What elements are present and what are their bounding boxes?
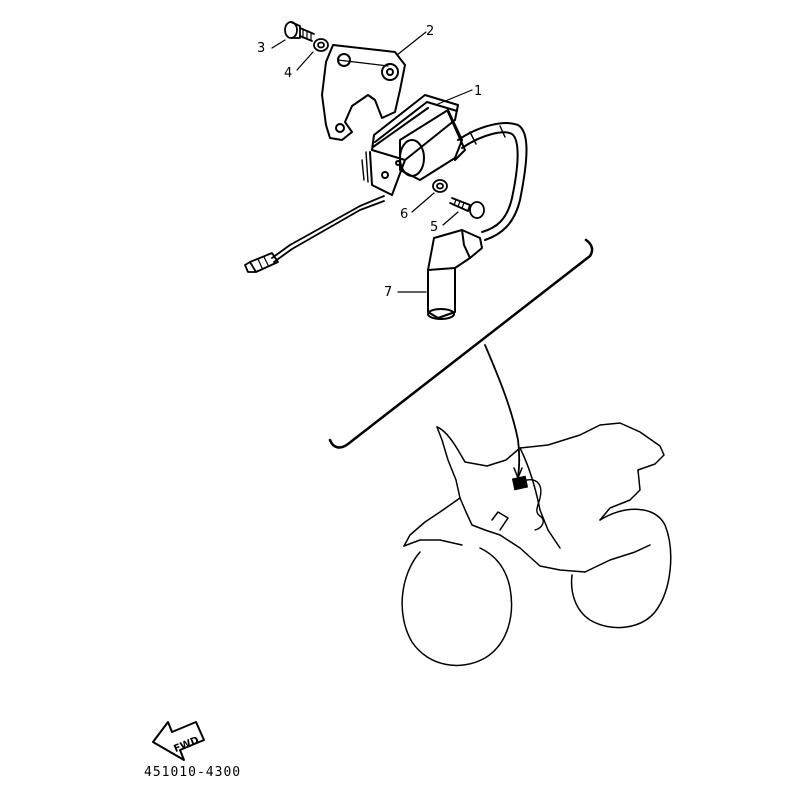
ignition-coil <box>361 94 466 196</box>
fwd-arrow-icon: FWD <box>152 721 205 761</box>
mounting-bracket <box>321 44 406 141</box>
leader-3 <box>271 39 286 49</box>
callout-1: 1 <box>474 84 482 99</box>
callout-6: 6 <box>400 207 408 222</box>
location-pointer <box>484 344 523 479</box>
fwd-label: FWD <box>172 735 200 755</box>
ground-wire <box>244 195 385 273</box>
leader-5 <box>442 211 459 226</box>
leader-2 <box>396 31 427 56</box>
leader-lines <box>271 31 473 293</box>
drawing-code: 451010-4300 <box>144 765 241 780</box>
motorcycle-silhouette <box>401 422 672 667</box>
location-bracket <box>328 238 594 449</box>
callout-7: 7 <box>384 285 392 300</box>
callouts: 1 2 3 4 5 6 7 <box>257 24 482 300</box>
coil-location-mark <box>511 475 544 531</box>
bolt-5 <box>449 197 485 219</box>
callout-3: 3 <box>257 41 265 56</box>
leader-4 <box>296 51 314 71</box>
washer-4 <box>313 38 329 52</box>
leader-6 <box>411 192 435 213</box>
spark-plug-cap <box>427 229 483 320</box>
leader-1 <box>437 89 473 105</box>
callout-5: 5 <box>430 220 438 235</box>
washer-6 <box>432 179 448 193</box>
bolt-3 <box>284 21 315 42</box>
callout-4: 4 <box>284 66 292 81</box>
callout-2: 2 <box>426 24 434 39</box>
high-tension-lead <box>457 122 528 241</box>
